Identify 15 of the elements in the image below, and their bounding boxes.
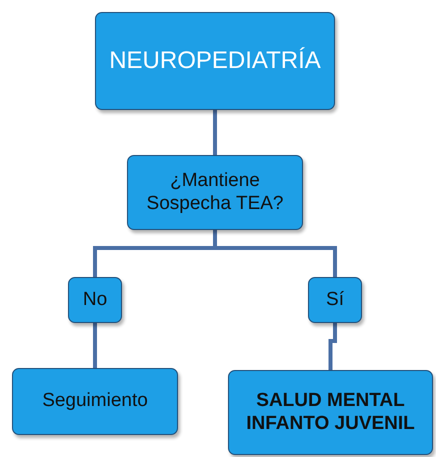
connector-line [93, 323, 97, 368]
box-label: ¿Mantiene Sospecha TEA? [146, 170, 284, 216]
box-label: Sí [326, 288, 344, 312]
process-box [95, 12, 335, 110]
decision-box [127, 155, 303, 230]
box-label: No [82, 288, 108, 312]
process-box [12, 368, 178, 435]
connector-line [328, 323, 337, 370]
box-label: Seguimiento [42, 390, 148, 413]
connector-line [213, 110, 217, 155]
process-box [308, 277, 362, 323]
box-label: NEUROPEDIATRÍA [109, 46, 321, 76]
process-box [228, 370, 433, 455]
process-box [68, 277, 122, 323]
box-label: SALUD MENTAL INFANTO JUVENIL [245, 390, 416, 436]
